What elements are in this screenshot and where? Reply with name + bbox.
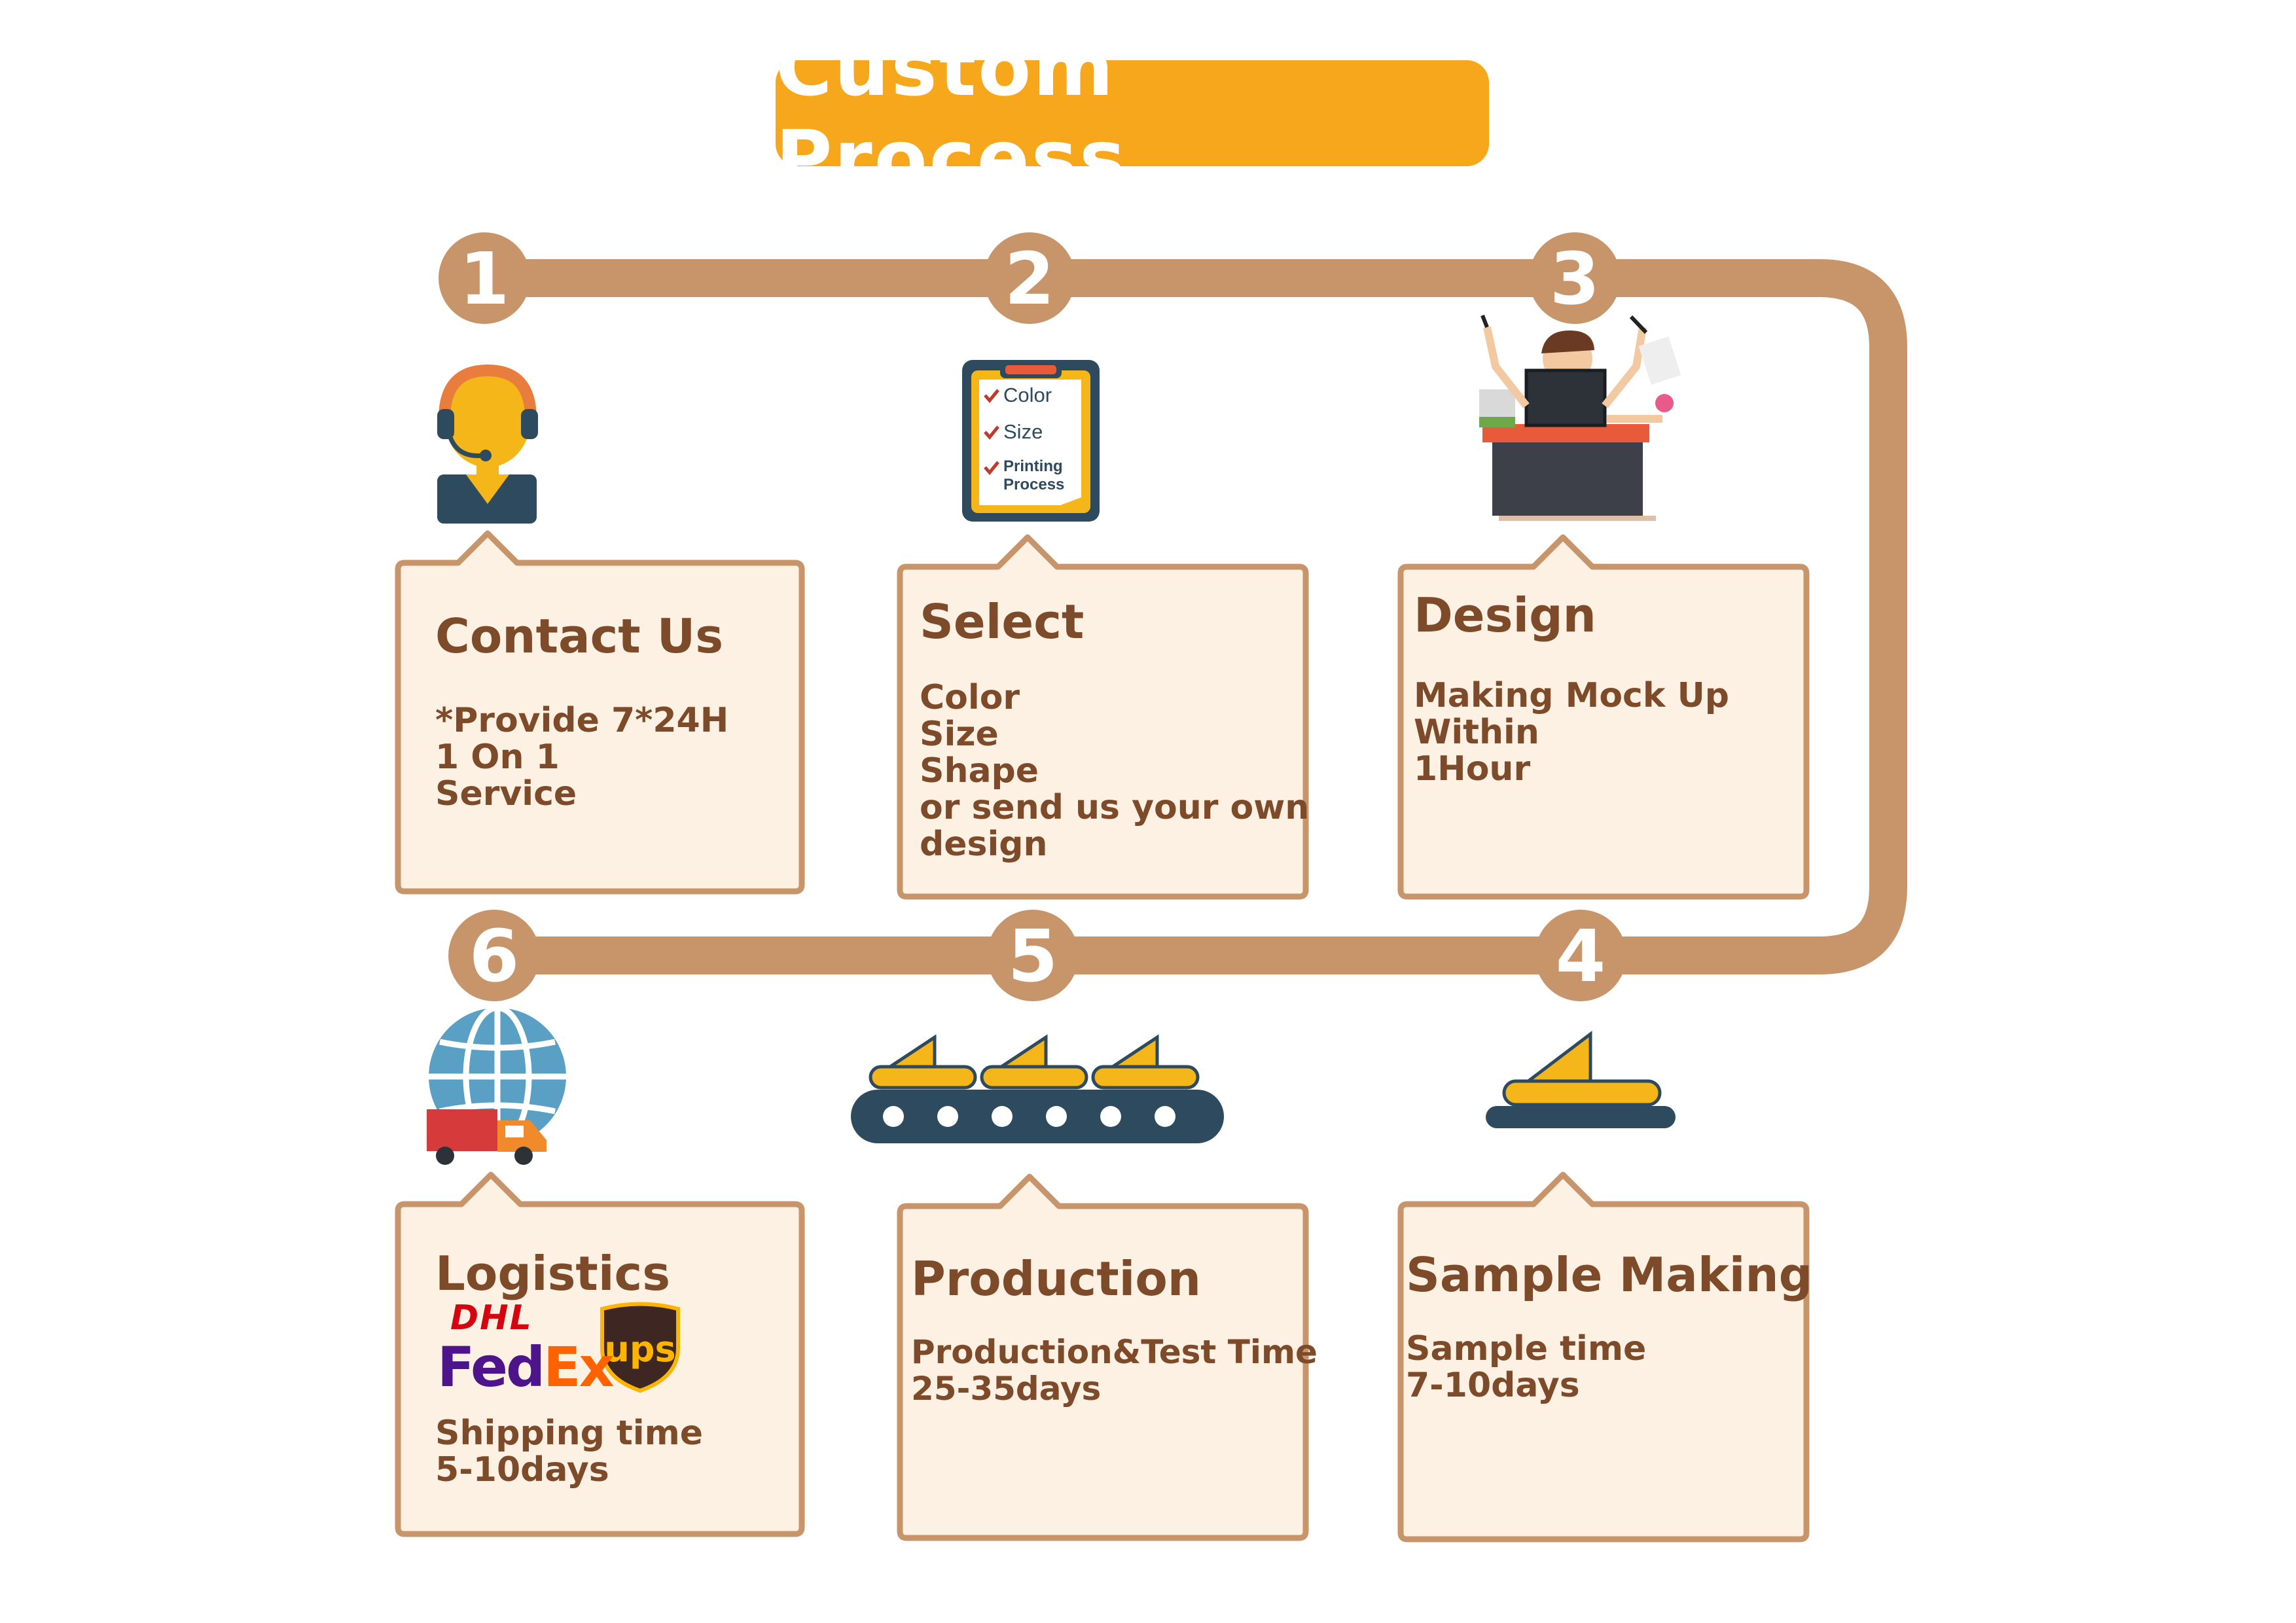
card-frame-6: [395, 1171, 805, 1537]
step-marker-4: 4: [1535, 910, 1626, 1001]
clipboard-item-color: Color: [1003, 383, 1052, 406]
step-line: Shipping time: [435, 1414, 704, 1453]
step-line: Within: [1414, 713, 1539, 752]
step-line: 5-10days: [435, 1450, 609, 1489]
card-frame-3: [1397, 534, 1810, 900]
step-number: 5: [1008, 914, 1058, 998]
globe-truck-icon: [427, 1005, 566, 1165]
step-title: Contact Us: [435, 609, 724, 664]
step-line: Production&Test Time: [911, 1333, 1318, 1371]
step-title: Sample Making: [1406, 1247, 1813, 1302]
step-line: 25-35days: [911, 1370, 1102, 1408]
step-line: 1Hour: [1414, 749, 1531, 789]
step-title: Logistics: [435, 1246, 671, 1301]
step-line: Size: [920, 715, 999, 754]
dhl-logo: DHL: [450, 1298, 533, 1338]
step-line: Making Mock Up: [1414, 676, 1730, 715]
ups-logo: ups: [600, 1302, 680, 1393]
step-number: 3: [1550, 237, 1600, 321]
step-title: Select: [920, 594, 1085, 649]
step-line: Sample time: [1406, 1329, 1647, 1368]
step-description: Production&Test Time 25-35days: [911, 1334, 1318, 1407]
step-number: 6: [469, 914, 520, 998]
step-title: Production: [911, 1251, 1202, 1306]
step-number: 4: [1556, 914, 1606, 998]
step-marker-5: 5: [987, 910, 1079, 1001]
step-line: or send us your own: [920, 788, 1310, 827]
card-frame-2: [897, 534, 1309, 900]
step-marker-3: 3: [1529, 232, 1621, 324]
page-title: Custom Process: [776, 23, 1128, 204]
step-description: Shipping time 5-10days: [435, 1415, 703, 1488]
step-description: Color Size Shape or send us your own des…: [920, 679, 1309, 863]
card-frame-1: [395, 530, 805, 895]
step-marker-6: 6: [448, 910, 540, 1001]
step-description: Sample time 7-10days: [1406, 1330, 1646, 1404]
card-frame-4: [1397, 1171, 1810, 1543]
clipboard-checklist-icon: Color Size Printing Process: [962, 360, 1100, 522]
ups-logo-text: ups: [604, 1329, 675, 1370]
step-marker-2: 2: [984, 232, 1075, 324]
clipboard-item-printing: Printing: [1003, 457, 1063, 475]
fedex-logo-fed: Fed: [437, 1335, 545, 1399]
step-description: Making Mock Up Within 1Hour: [1414, 677, 1729, 787]
step-description: *Provide 7*24H 1 On 1 Service: [435, 702, 728, 812]
step-line: *Provide 7*24H: [435, 701, 729, 740]
step-line: 7-10days: [1406, 1366, 1580, 1405]
step-title: Design: [1414, 588, 1596, 643]
fedex-logo-ex: Ex: [543, 1335, 615, 1399]
step-line: Color: [920, 678, 1020, 717]
fedex-logo: FedEx: [437, 1335, 615, 1399]
designer-at-desk-icon: [1479, 314, 1681, 521]
step-line: design: [920, 825, 1048, 864]
conveyor-belt-icon: [851, 1034, 1224, 1143]
track-path: [465, 259, 1907, 974]
single-conveyor-icon: [1486, 1030, 1676, 1128]
step-marker-1: 1: [439, 232, 530, 324]
clipboard-item-size: Size: [1003, 420, 1043, 443]
step-number: 1: [459, 237, 510, 321]
step-line: 1 On 1: [435, 738, 560, 777]
step-line: Service: [435, 774, 577, 813]
customer-service-headset-icon: [437, 364, 538, 524]
step-number: 2: [1005, 237, 1055, 321]
card-frame-5: [897, 1173, 1309, 1541]
clipboard-item-process: Process: [1003, 476, 1064, 493]
step-line: Shape: [920, 751, 1039, 791]
title-banner: Custom Process: [776, 23, 1489, 204]
